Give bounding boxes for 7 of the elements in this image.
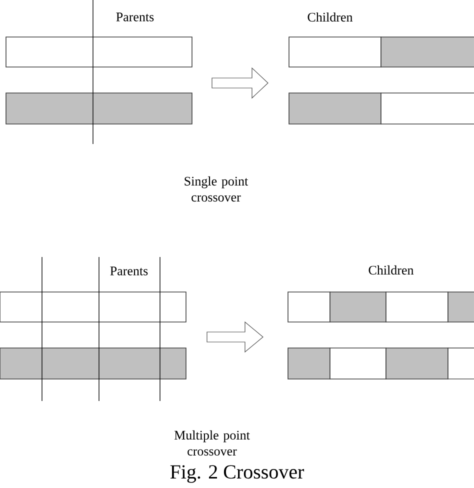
- heading-label: Parents: [110, 266, 148, 276]
- heading-label: Children: [368, 265, 414, 275]
- figure-caption: Fig. 2 Crossover: [170, 465, 304, 483]
- heading-label: Children: [308, 12, 353, 22]
- heading-label: Parents: [116, 12, 154, 22]
- crossover-type-label: Single point crossover: [184, 176, 248, 202]
- crossover-type-label: Multiple point crossover: [174, 430, 250, 456]
